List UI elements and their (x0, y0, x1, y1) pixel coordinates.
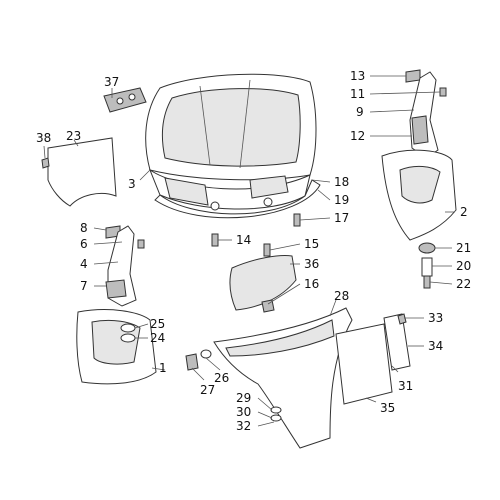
callout-labels: 1 2 3 4 6 7 8 9 11 12 13 14 15 16 17 18 … (36, 69, 471, 433)
callout-18: 18 (334, 175, 349, 189)
callout-11: 11 (350, 87, 365, 101)
front-mudguard-assembly (185, 307, 411, 449)
callout-24: 24 (150, 331, 165, 345)
callout-4: 4 (80, 257, 88, 271)
callout-27: 27 (200, 383, 215, 397)
callout-21: 21 (456, 241, 471, 255)
callout-13: 13 (350, 69, 365, 83)
callout-20: 20 (456, 259, 471, 273)
callout-14: 14 (236, 233, 251, 247)
callout-28: 28 (334, 289, 349, 303)
callout-23: 23 (66, 129, 81, 143)
callout-9: 9 (356, 105, 364, 119)
leader-lines (43, 75, 455, 427)
callout-16: 16 (304, 277, 319, 291)
front-fairing-assembly (145, 73, 321, 219)
callout-29: 29 (236, 391, 251, 405)
callout-38: 38 (36, 131, 51, 145)
callout-26: 26 (214, 371, 229, 385)
callout-30: 30 (236, 405, 251, 419)
callout-8: 8 (80, 221, 88, 235)
callout-37: 37 (104, 75, 119, 89)
callout-12: 12 (350, 129, 365, 143)
callout-32: 32 (236, 419, 251, 433)
left-panel-part (41, 137, 117, 207)
callout-2: 2 (460, 205, 468, 219)
bolt-stack-parts (418, 242, 436, 289)
callout-7: 7 (80, 279, 88, 293)
callout-35: 35 (380, 401, 395, 415)
callout-19: 19 (334, 193, 349, 207)
callout-6: 6 (80, 237, 88, 251)
left-bracket-assembly (76, 225, 157, 385)
callout-3: 3 (128, 177, 136, 191)
callout-15: 15 (304, 237, 319, 251)
lamp-cover-part (103, 87, 147, 113)
right-bracket-assembly (381, 69, 457, 241)
callout-1: 1 (159, 361, 167, 375)
callout-25: 25 (150, 317, 165, 331)
callout-17: 17 (334, 211, 349, 225)
callout-33: 33 (428, 311, 443, 325)
center-cover-parts (211, 213, 301, 313)
callout-34: 34 (428, 339, 443, 353)
callout-22: 22 (456, 277, 471, 291)
callout-36: 36 (304, 257, 319, 271)
callout-31: 31 (398, 379, 413, 393)
